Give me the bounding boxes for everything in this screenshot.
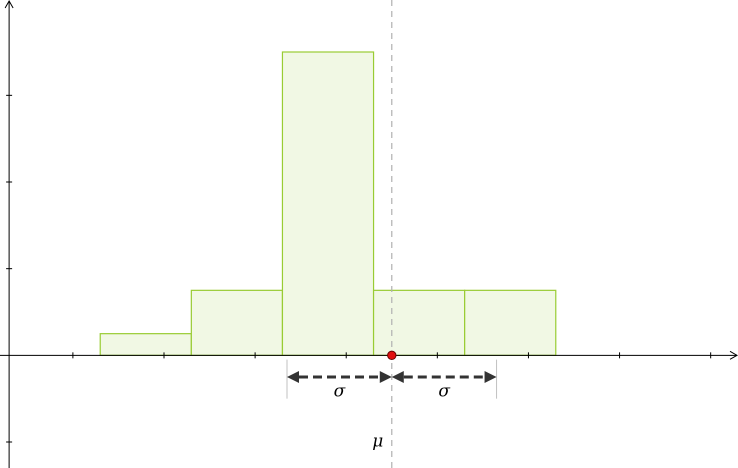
histogram-bar-5	[464, 289, 557, 356]
sigma-right-start-arrowhead-icon	[391, 371, 404, 383]
histogram-bar-1	[99, 333, 192, 356]
y-axis-arrow-icon	[4, 0, 14, 9]
sigma-left-end-arrowhead-icon	[379, 371, 392, 383]
histogram-bar-4	[372, 289, 466, 356]
sigma-annotations: σ σ	[286, 359, 498, 402]
sigma-left-start-arrowhead-icon	[287, 371, 299, 383]
histogram-bars	[99, 51, 557, 356]
mean-marker	[387, 350, 397, 361]
histogram-bar-3	[281, 51, 375, 356]
sigma-left-label: σ	[334, 382, 346, 402]
axis-ticks	[6, 94, 712, 443]
sigma-right-label: σ	[438, 382, 450, 402]
sigma-right-end-arrowhead-icon	[484, 371, 497, 383]
sigma-arrowheads	[287, 371, 497, 383]
x-axis-arrow-icon	[729, 350, 738, 360]
mean-label: μ	[372, 431, 383, 451]
histogram-bar-2	[190, 289, 284, 356]
